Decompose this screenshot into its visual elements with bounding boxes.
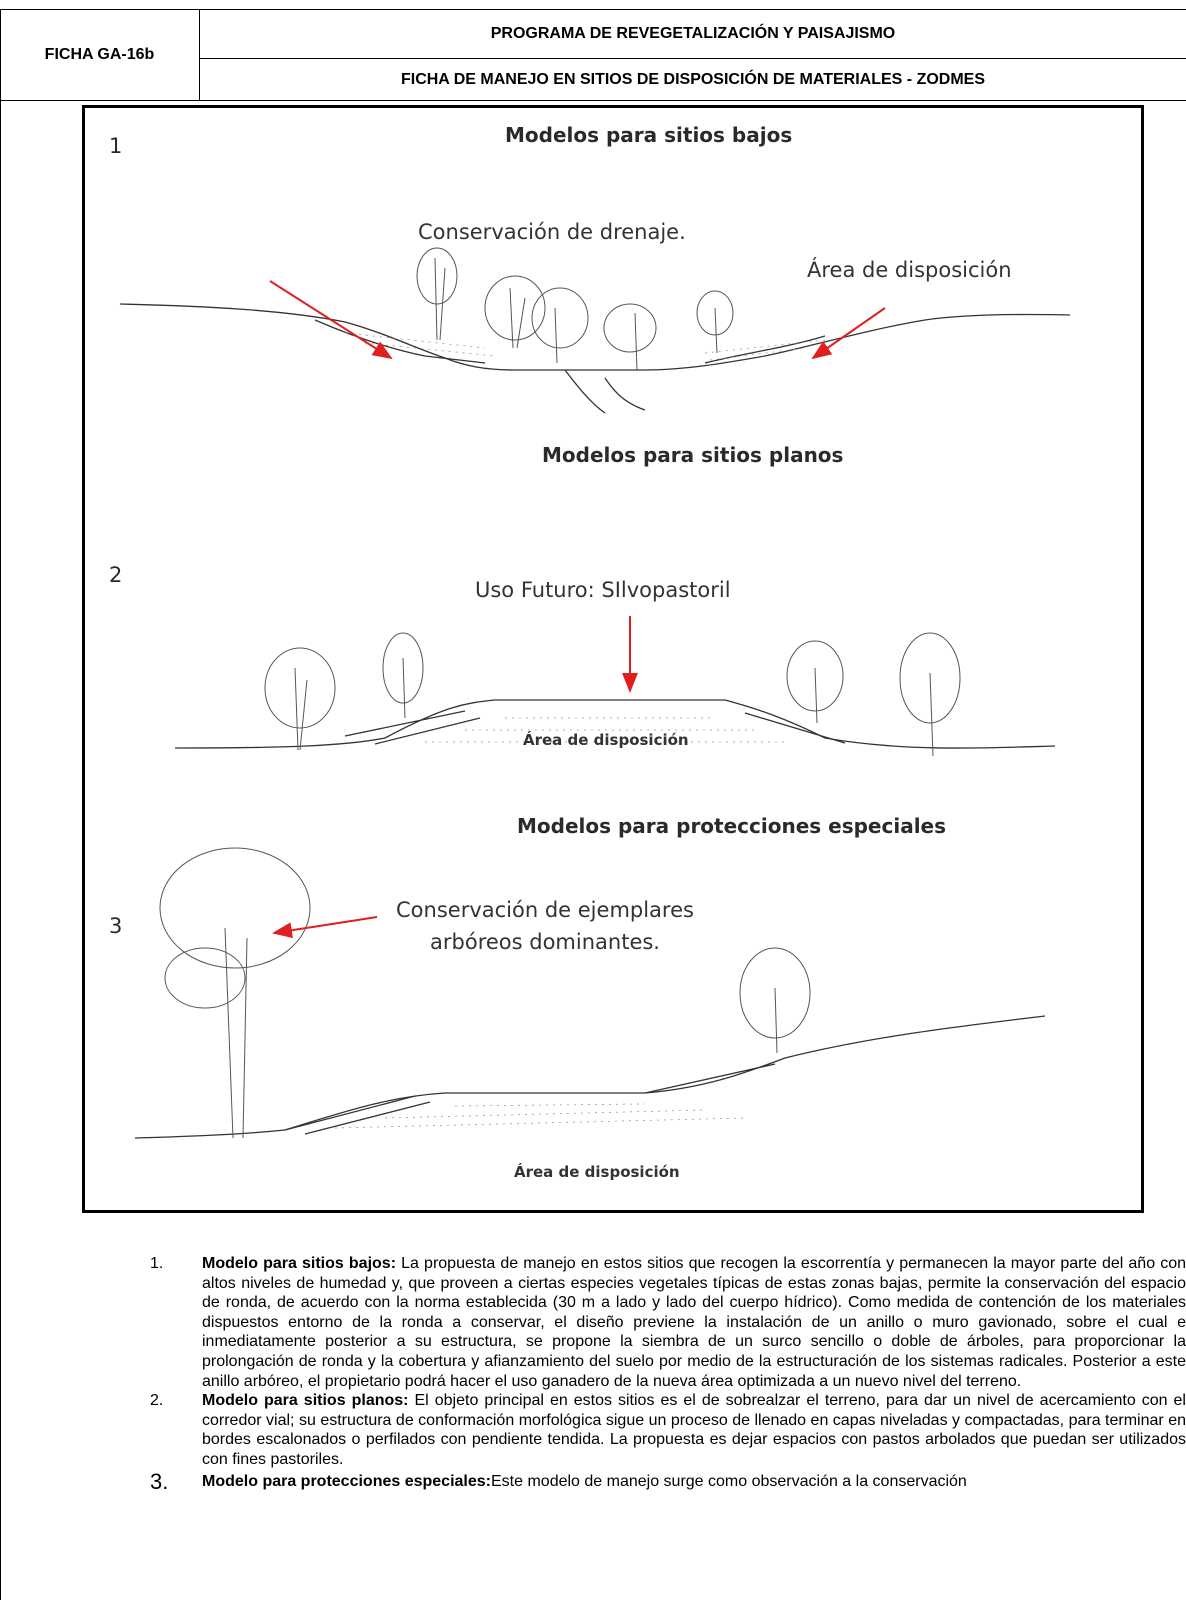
item-text: Este modelo de manejo surge como observa… bbox=[491, 1472, 967, 1490]
model3-label-disposal: Área de disposición bbox=[514, 1163, 680, 1181]
item-number: 1. bbox=[150, 1255, 164, 1272]
item-title: Modelo para protecciones especiales: bbox=[202, 1472, 491, 1490]
sketch-drawing bbox=[119, 247, 1071, 1139]
model2-label-future-use: Uso Futuro: SIlvopastoril bbox=[475, 578, 731, 602]
model1-sketch bbox=[119, 247, 1071, 414]
sheet-subtitle: FICHA DE MANEJO EN SITIOS DE DISPOSICIÓN… bbox=[200, 59, 1186, 101]
models-figure: 1 Modelos para sitios bajos Conservación… bbox=[82, 105, 1144, 1213]
model2-heading: Modelos para sitios planos bbox=[542, 443, 844, 467]
item-title: Modelo para sitios planos: bbox=[202, 1392, 409, 1410]
model1-number: 1 bbox=[109, 134, 123, 158]
model3-label-line1: Conservación de ejemplares bbox=[396, 898, 694, 922]
model1-heading: Modelos para sitios bajos bbox=[505, 123, 793, 147]
item-number: 3. bbox=[150, 1468, 169, 1494]
list-item: 2. Modelo para sitios planos: El objeto … bbox=[150, 1391, 1186, 1469]
model2-sketch bbox=[174, 632, 1056, 757]
model1-right-arrow bbox=[811, 307, 886, 360]
model3-heading: Modelos para protecciones especiales bbox=[517, 814, 947, 838]
model2-label-disposal: Área de disposición bbox=[523, 731, 689, 749]
model3-sketch bbox=[134, 847, 1046, 1139]
item-body: Modelo para sitios planos: El objeto pri… bbox=[202, 1391, 1186, 1469]
list-item: 1. Modelo para sitios bajos: La propuest… bbox=[150, 1254, 1186, 1391]
list-item: 3. Modelo para protecciones especiales:E… bbox=[150, 1468, 1186, 1494]
model1-label-disposal: Área de disposición bbox=[807, 258, 1012, 282]
model1-label-drainage: Conservación de drenaje. bbox=[418, 220, 686, 244]
item-number: 2. bbox=[150, 1392, 164, 1410]
item-title: Modelo para sitios bajos: bbox=[202, 1255, 397, 1272]
model3-number: 3 bbox=[109, 914, 123, 938]
model3-arrow bbox=[272, 916, 378, 939]
sheet-code: FICHA GA-16b bbox=[0, 9, 200, 101]
item-body: Modelo para protecciones especiales:Este… bbox=[202, 1472, 1186, 1492]
program-title: PROGRAMA DE REVEGETALIZACIÓN Y PAISAJISM… bbox=[200, 9, 1186, 59]
page-frame bbox=[0, 9, 1186, 1600]
model3-label-line2: arbóreos dominantes. bbox=[430, 930, 660, 954]
model-descriptions: 1. Modelo para sitios bajos: La propuest… bbox=[150, 1254, 1186, 1494]
model1-left-arrow bbox=[269, 280, 393, 360]
model2-number: 2 bbox=[109, 563, 123, 587]
item-body: Modelo para sitios bajos: La propuesta d… bbox=[202, 1254, 1186, 1391]
item-text: La propuesta de manejo en estos sitios q… bbox=[202, 1255, 1186, 1390]
item-text: El objeto principal en estos sitios es e… bbox=[202, 1392, 1186, 1468]
